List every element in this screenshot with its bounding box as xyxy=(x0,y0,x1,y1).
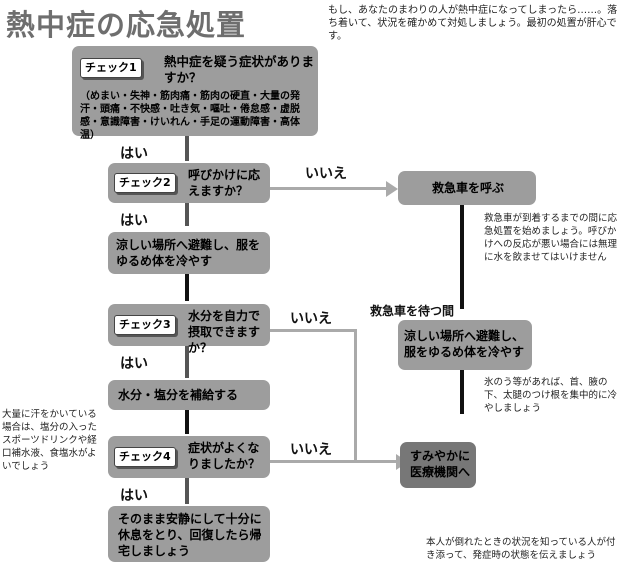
check1-question: 熱中症を疑う症状がありますか？ xyxy=(164,54,315,85)
page-title: 熱中症の応急処置 xyxy=(6,8,247,42)
cool2-action-text: 涼しい場所へ避難し、服をゆるめ体を冷やす xyxy=(404,329,525,359)
no-label: いいえ xyxy=(290,311,332,327)
cool-action-text: 涼しい場所へ避難し、服をゆるめ体を冷やす xyxy=(116,238,261,268)
wait-label: 救急車を待つ間 xyxy=(370,304,455,318)
check1-tag: チェック1 xyxy=(80,58,142,78)
check1-box: チェック1 熱中症を疑う症状がありますか？ （めまい・失神・筋肉痛・筋肉の硬直・… xyxy=(72,46,318,141)
check1-symptoms: （めまい・失神・筋肉痛・筋肉の硬直・大量の発汗・頭痛・不快感・吐き気・嘔吐・倦怠… xyxy=(80,91,300,141)
connector-line xyxy=(460,370,464,414)
cool-action-box: 涼しい場所へ避難し、服をゆるめ体を冷やす xyxy=(108,232,270,274)
ambulance-text: 救急車を呼ぶ xyxy=(432,181,505,195)
check4-tag: チェック4 xyxy=(114,447,176,467)
check3-box: チェック3 水分を自力で摂取できますか？ xyxy=(108,304,270,355)
ice-note: 氷のう等があれば、首、腋の下、太腿のつけ根を集中的に冷やしましょう xyxy=(484,377,618,414)
yes-label: はい xyxy=(120,146,148,162)
arrow-right-icon xyxy=(386,181,398,197)
connector-line xyxy=(185,410,189,434)
check3-tag: チェック3 xyxy=(114,315,176,335)
connector-line xyxy=(268,187,388,190)
rehydrate-box: 水分・塩分を補給する xyxy=(108,380,270,410)
check2-tag: チェック2 xyxy=(114,173,176,193)
yes-label: はい xyxy=(120,488,148,504)
rest-text: そのまま安静にして十分に休息をとり、回復したら帰宅しましょう xyxy=(118,512,262,558)
check3-question: 水分を自力で摂取できますか？ xyxy=(188,309,261,355)
sweat-note: 大量に汗をかいている場合は、塩分の入ったスポーツドリンクや経口補水液、食塩水がよ… xyxy=(2,409,98,472)
connector-line xyxy=(270,460,398,463)
connector-line xyxy=(185,135,189,161)
yes-label: はい xyxy=(120,213,148,229)
intro-text: もし、あなたのまわりの人が熱中症になってしまったら……。落ち着いて、状況を確かめ… xyxy=(328,5,618,42)
no-label: いいえ xyxy=(305,166,347,182)
rest-box: そのまま安静にして十分に休息をとり、回復したら帰宅しましょう xyxy=(108,506,270,562)
connector-line xyxy=(185,273,189,301)
cool2-action-box: 涼しい場所へ避難し、服をゆるめ体を冷やす xyxy=(398,320,532,370)
bottom-note: 本人が倒れたときの状況を知っている人が付き添って、発症時の状態を伝えましょう xyxy=(426,537,616,561)
hospital-text: すみやかに医療機関へ xyxy=(410,449,471,479)
hospital-box: すみやかに医療機関へ xyxy=(400,442,476,488)
connector-line xyxy=(185,345,189,378)
check2-box: チェック2 呼びかけに応えますか？ xyxy=(108,163,270,203)
connector-line xyxy=(185,478,189,504)
connector-line xyxy=(354,329,357,460)
connector-line xyxy=(270,329,356,332)
check4-question: 症状がよくなりましたか？ xyxy=(188,441,261,471)
check2-question: 呼びかけに応えますか？ xyxy=(188,168,261,198)
ambulance-note: 救急車が到着するまでの間に応急処置を始めましょう。呼びかけへの反応が悪い場合には… xyxy=(484,213,618,263)
rehydrate-text: 水分・塩分を補給する xyxy=(118,388,239,402)
yes-label: はい xyxy=(120,356,148,372)
connector-line xyxy=(185,203,189,226)
ambulance-box: 救急車を呼ぶ xyxy=(398,171,536,205)
no-label: いいえ xyxy=(290,442,332,458)
connector-line xyxy=(460,205,464,309)
check4-box: チェック4 症状がよくなりましたか？ xyxy=(108,436,270,478)
